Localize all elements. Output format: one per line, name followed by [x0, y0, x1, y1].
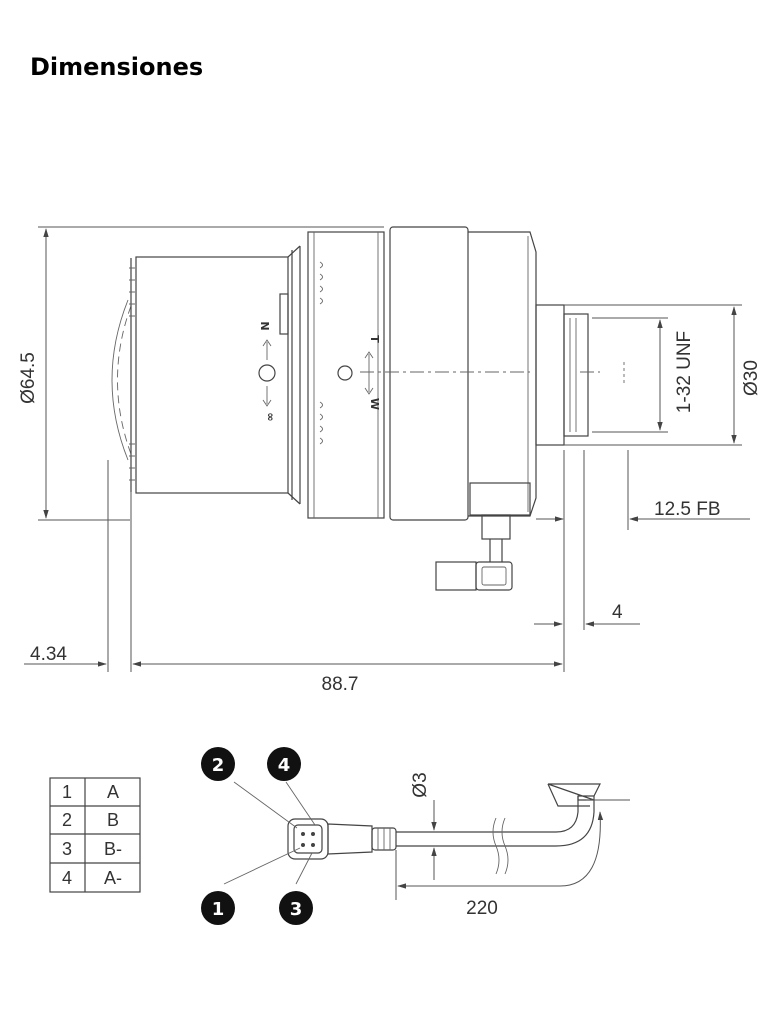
dimension-diameter-body: Ø64.5 — [18, 352, 39, 404]
svg-text:3: 3 — [290, 899, 303, 920]
focus-ring-dot-icon — [258, 364, 276, 382]
lens-side-view — [111, 226, 625, 591]
focus-near-mark: N — [258, 321, 271, 330]
pin-table-signal: A- — [104, 868, 122, 888]
focus-arrow-icon — [262, 339, 272, 360]
pin-table-signal: A — [107, 782, 119, 802]
ring-markings: N ∞ T W — [258, 321, 381, 421]
pin-table: 1 A 2 B 3 B- 4 A- — [49, 777, 141, 893]
pin-badges: 2 4 1 3 — [201, 747, 313, 925]
pin-table-pin: 1 — [62, 782, 72, 802]
pin-table-pin: 3 — [62, 839, 72, 859]
zoom-wide-mark: W — [368, 398, 381, 410]
pin-badge-1 — [201, 891, 235, 925]
svg-text:2: 2 — [212, 755, 225, 776]
dimension-mount-depth: 4 — [612, 602, 623, 623]
zoom-ring-dot-icon — [337, 365, 353, 381]
pin-table-pin: 4 — [62, 868, 72, 888]
dimension-cable-length: 220 — [466, 898, 498, 919]
focus-far-mark: ∞ — [264, 412, 277, 421]
pin-table-signal: B- — [104, 839, 122, 859]
zoom-tele-mark: T — [368, 335, 381, 343]
dimension-lines — [24, 226, 750, 672]
svg-text:4: 4 — [278, 755, 291, 776]
dimension-front-offset: 4.34 — [30, 644, 67, 665]
pin-table-pin: 2 — [62, 810, 72, 830]
dimension-mount-thread: 1-32 UNF — [674, 331, 695, 413]
dimension-length: 88.7 — [322, 674, 359, 695]
dimension-flange-back: 12.5 FB — [654, 499, 721, 520]
pin-table-signal: B — [107, 810, 119, 830]
pin-badge-4 — [267, 747, 301, 781]
dimension-diameter-mount: Ø30 — [741, 360, 762, 396]
page-title: Dimensiones — [30, 53, 204, 81]
cable-dimensions — [395, 800, 604, 900]
pin-badge-2 — [201, 747, 235, 781]
zoom-arrow-icon — [364, 351, 374, 395]
pin-badge-3 — [279, 891, 313, 925]
svg-text:1: 1 — [212, 899, 225, 920]
dimension-cable-diameter: Ø3 — [410, 772, 431, 797]
